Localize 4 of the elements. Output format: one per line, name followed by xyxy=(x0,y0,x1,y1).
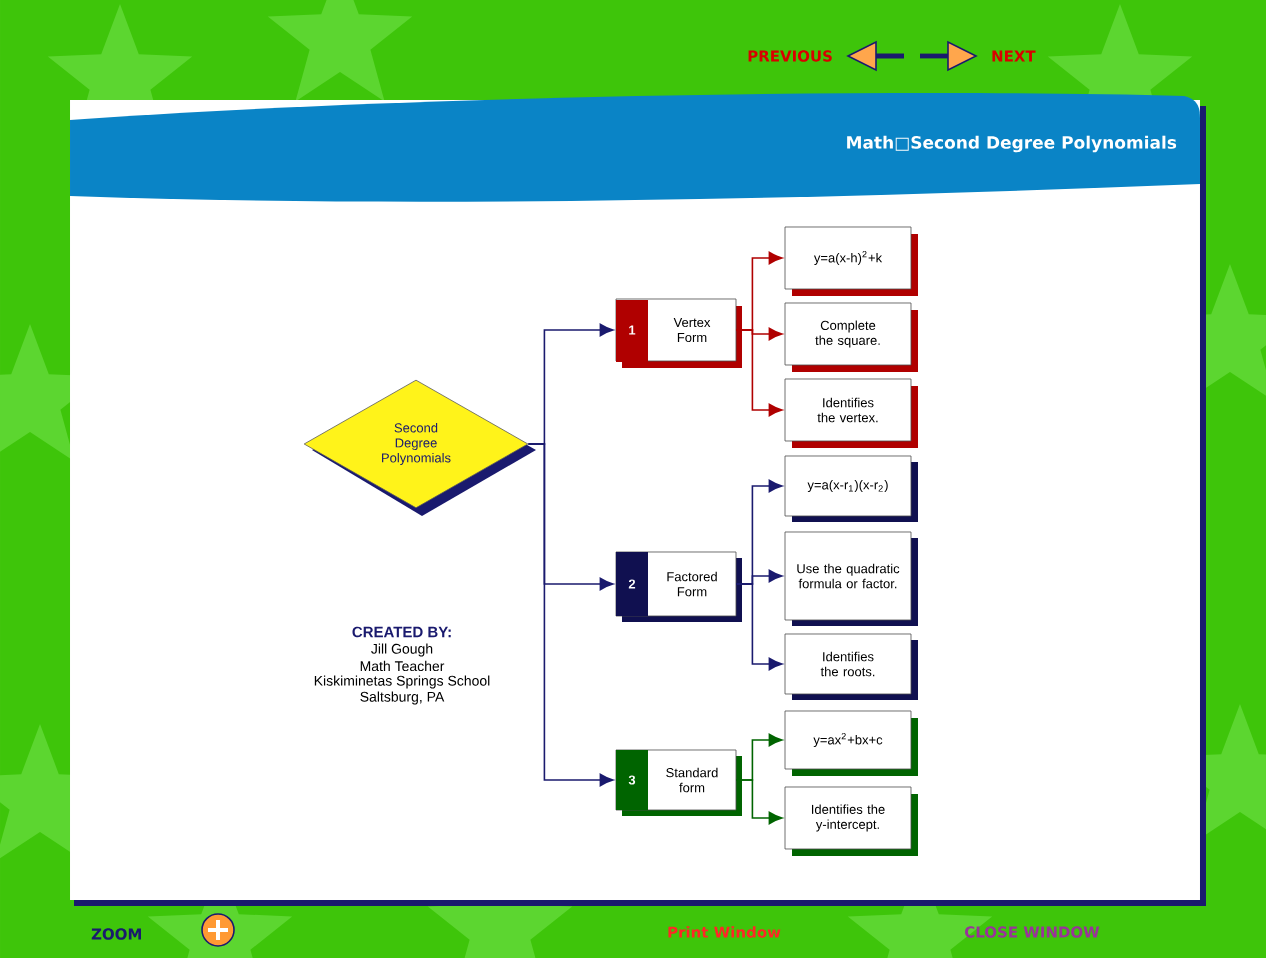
arrow xyxy=(527,443,614,787)
arrow xyxy=(735,779,783,825)
header-title: Math□Second Degree Polynomials xyxy=(847,135,1177,153)
arrow xyxy=(735,329,783,417)
